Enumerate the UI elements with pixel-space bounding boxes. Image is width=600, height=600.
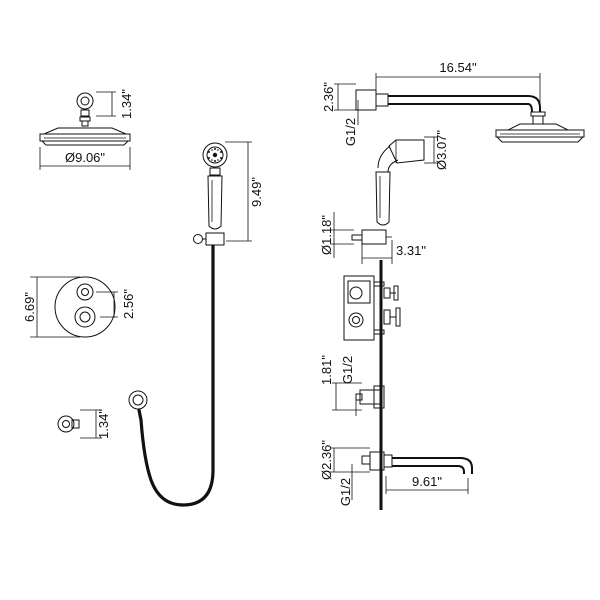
spout-length-label: 9.61" [412,474,442,489]
wall-outlet-elbow [57,409,102,439]
handheld-length-label: 9.49" [249,177,264,207]
valve-handle-spacing-label: 2.56" [121,289,136,319]
bracket-depth-label: 3.31" [396,243,426,258]
handheld-diameter-label: Ø3.07" [434,130,449,170]
shower-head-top-view [39,91,131,170]
elbow-thread-label: G1/2 [340,356,355,384]
system-side-elevation [330,73,585,510]
bracket-diameter-label: Ø1.18" [319,215,334,255]
arm-length-label: 16.54" [439,60,477,75]
arm-height-label: 2.36" [321,82,336,112]
valve-trim-plate [30,276,118,338]
outlet-height-label: 1.34" [96,409,111,439]
arm-thread-label: G1/2 [343,118,358,146]
spout-thread-label: G1/2 [338,478,353,506]
spout-diameter-label: Ø2.36" [319,440,334,480]
handheld-shower-assembly [128,141,252,507]
valve-height-label: 6.69" [22,292,37,322]
head-flange-height-label: 1.34" [119,89,134,119]
head-diameter-label: Ø9.06" [65,150,105,165]
elbow-height-label: 1.81" [319,355,334,385]
